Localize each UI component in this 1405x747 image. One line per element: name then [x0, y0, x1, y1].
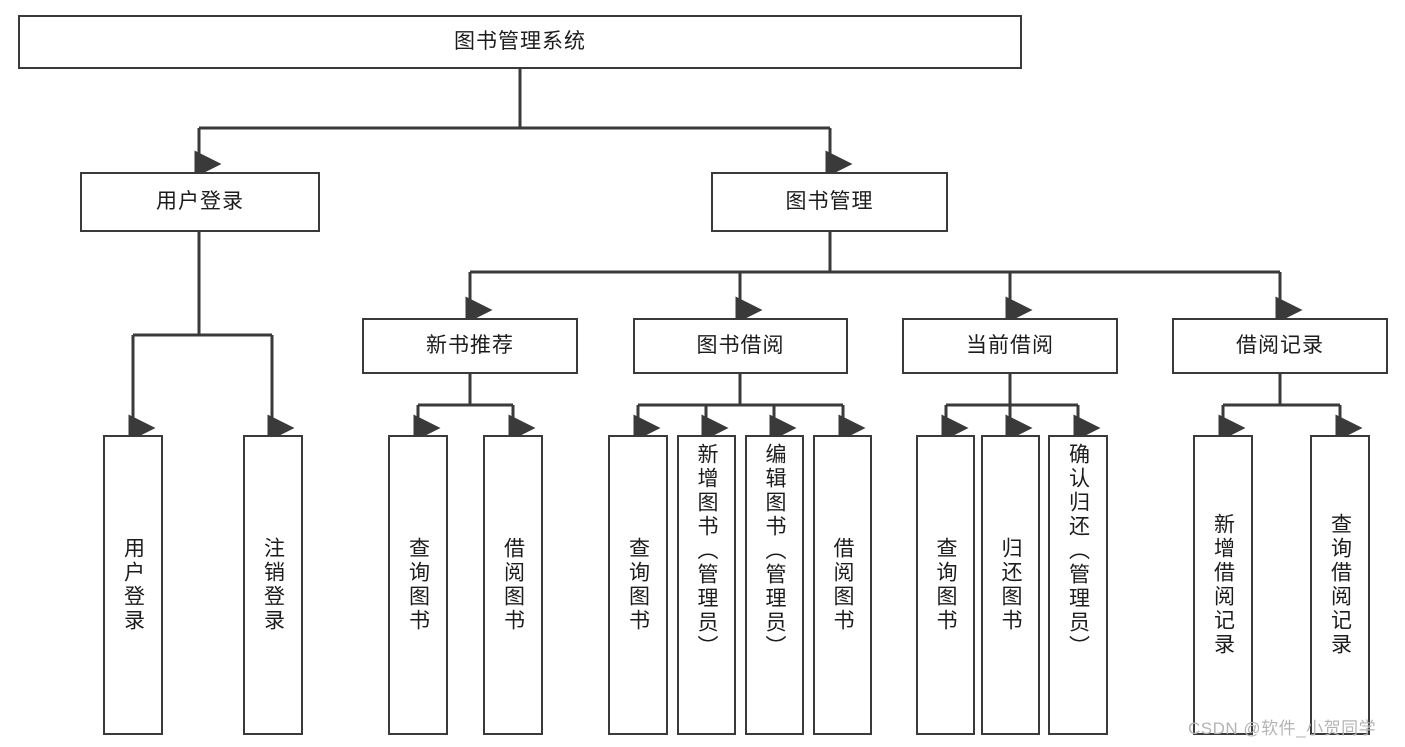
node-book-borrow[interactable]: 图书借阅: [633, 318, 848, 374]
leaf-add-book[interactable]: 新增图书（管理员）: [677, 435, 736, 735]
leaf-borrow-book-2-label: 借阅图书: [831, 537, 854, 633]
node-book-management-label: 图书管理: [785, 190, 874, 214]
leaf-borrow-book-2[interactable]: 借阅图书: [813, 435, 872, 735]
node-user-login-label: 用户登录: [156, 190, 244, 214]
node-root[interactable]: 图书管理系统: [18, 15, 1022, 69]
leaf-return-book-label: 归还图书: [999, 537, 1022, 633]
leaf-query-book-2[interactable]: 查询图书: [608, 435, 668, 735]
node-new-book-recommend[interactable]: 新书推荐: [362, 318, 578, 374]
leaf-logout[interactable]: 注销登录: [243, 435, 303, 735]
node-borrow-record[interactable]: 借阅记录: [1172, 318, 1388, 374]
leaf-query-borrow-record[interactable]: 查询借阅记录: [1310, 435, 1370, 735]
node-book-borrow-label: 图书借阅: [696, 334, 785, 358]
node-current-borrow-label: 当前借阅: [966, 334, 1054, 358]
node-user-login[interactable]: 用户登录: [80, 172, 320, 232]
leaf-logout-label: 注销登录: [261, 537, 285, 633]
leaf-query-book-1[interactable]: 查询图书: [388, 435, 448, 735]
leaf-query-book-2-label: 查询图书: [626, 537, 650, 633]
leaf-query-borrow-record-label: 查询借阅记录: [1328, 513, 1352, 657]
leaf-borrow-book-1[interactable]: 借阅图书: [483, 435, 543, 735]
leaf-return-book[interactable]: 归还图书: [981, 435, 1040, 735]
node-book-management[interactable]: 图书管理: [711, 172, 948, 232]
leaf-add-borrow-record[interactable]: 新增借阅记录: [1193, 435, 1253, 735]
csdn-watermark: CSDN @软件_小贺同学: [1188, 719, 1377, 738]
node-new-book-recommend-label: 新书推荐: [426, 334, 514, 358]
leaf-user-login[interactable]: 用户登录: [103, 435, 163, 735]
leaf-add-borrow-record-label: 新增借阅记录: [1211, 513, 1235, 657]
leaf-confirm-return-label: 确认归还（管理员）: [1066, 443, 1090, 659]
leaf-query-book-3-label: 查询图书: [934, 537, 957, 633]
node-root-label: 图书管理系统: [454, 30, 586, 54]
leaf-query-book-1-label: 查询图书: [406, 537, 430, 633]
node-current-borrow[interactable]: 当前借阅: [902, 318, 1118, 374]
leaf-borrow-book-1-label: 借阅图书: [501, 537, 525, 633]
leaf-query-book-3[interactable]: 查询图书: [916, 435, 975, 735]
leaf-edit-book-label: 编辑图书（管理员）: [763, 443, 786, 659]
leaf-confirm-return[interactable]: 确认归还（管理员）: [1048, 435, 1108, 735]
leaf-user-login-label: 用户登录: [121, 537, 145, 633]
leaf-edit-book[interactable]: 编辑图书（管理员）: [745, 435, 804, 735]
node-borrow-record-label: 借阅记录: [1236, 334, 1324, 358]
leaf-add-book-label: 新增图书（管理员）: [695, 443, 718, 659]
